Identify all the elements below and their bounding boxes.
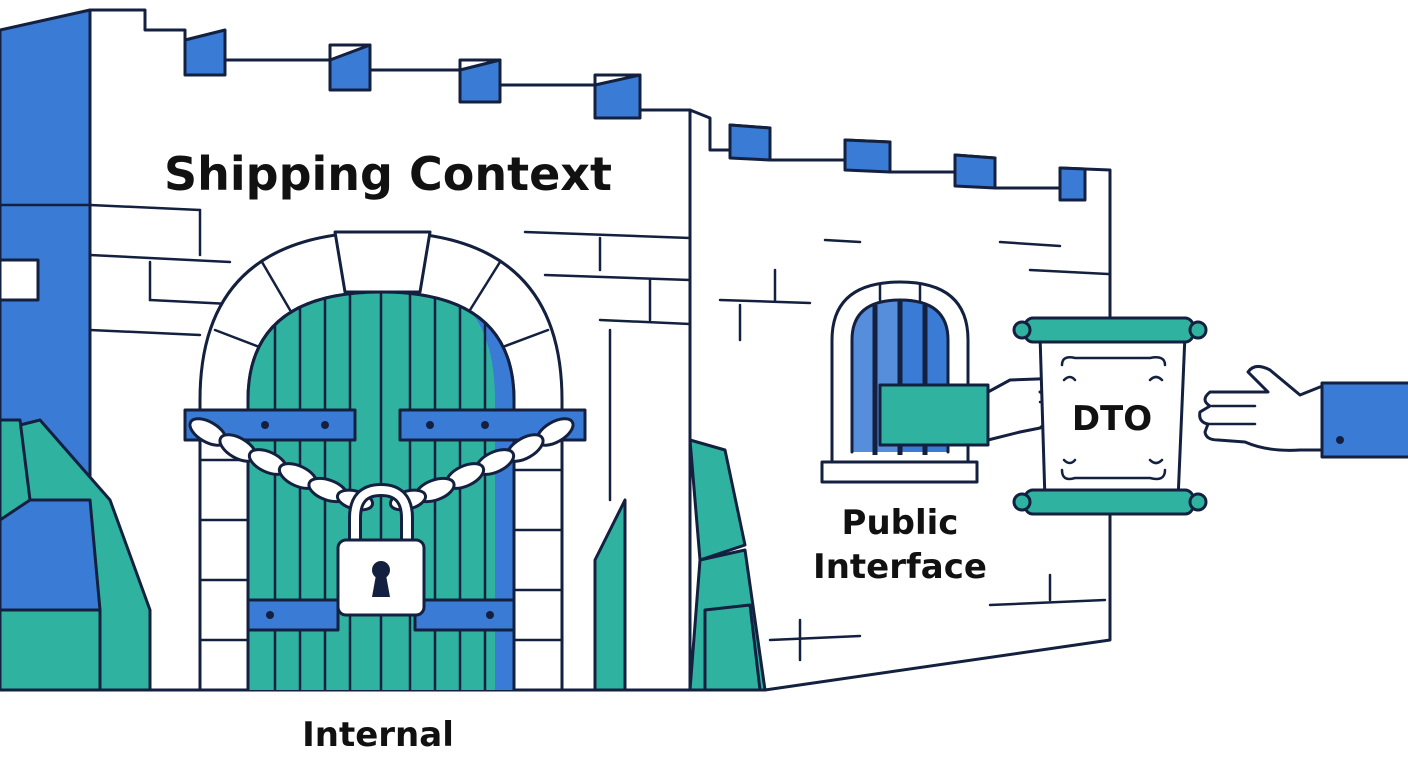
receiving-hand-icon — [1198, 365, 1408, 459]
stone-arch — [198, 230, 564, 692]
context-title: Shipping Context — [164, 147, 612, 201]
padlock-icon — [336, 482, 426, 617]
dto-label: DTO — [1072, 399, 1152, 439]
scroll-icon — [1012, 316, 1208, 516]
public-interface-label-line1: Public — [842, 503, 959, 543]
rubble-middle — [593, 438, 767, 692]
locked-door — [183, 290, 587, 692]
public-interface-label-line2: Interface — [813, 547, 987, 587]
public-window — [820, 280, 979, 484]
rubble-left — [0, 418, 152, 692]
internal-label: Internal — [302, 715, 454, 755]
